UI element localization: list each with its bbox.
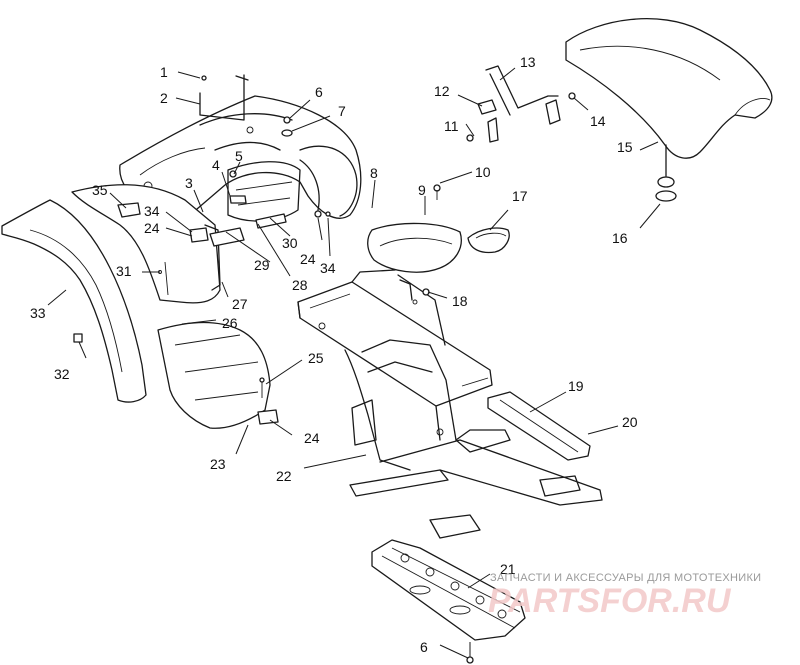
callout-13: 13 — [520, 54, 536, 70]
skid-plate-bolt — [466, 642, 474, 664]
callout-24-mid: 24 — [300, 251, 316, 267]
fender-trim-strip — [1, 199, 147, 403]
callout-22: 22 — [276, 468, 292, 484]
callout-24-bottom: 24 — [304, 430, 320, 446]
callout-24-left: 24 — [144, 220, 160, 236]
callout-numbers: 1 2 3 4 5 6 7 8 9 10 11 12 13 14 15 16 1… — [30, 54, 638, 655]
callout-26: 26 — [222, 315, 238, 331]
callout-17: 17 — [512, 188, 528, 204]
callout-35: 35 — [92, 182, 108, 198]
callout-16: 16 — [612, 230, 628, 246]
lower-mud-flap — [157, 321, 271, 429]
callout-29: 29 — [254, 257, 270, 273]
callout-33: 33 — [30, 305, 46, 321]
rear-bumper-bar — [487, 391, 591, 461]
callout-19: 19 — [568, 378, 584, 394]
watermark: ЗАПЧАСТИ И АКСЕССУАРЫ ДЛЯ МОТОТЕХНИКИ PA… — [488, 572, 761, 620]
callout-20: 20 — [622, 414, 638, 430]
callout-12: 12 — [434, 83, 450, 99]
callout-7: 7 — [338, 103, 346, 119]
callout-2: 2 — [160, 90, 168, 106]
callout-27: 27 — [232, 296, 248, 312]
seat-latch-rod — [466, 65, 576, 143]
callout-11: 11 — [444, 118, 459, 134]
callout-23: 23 — [210, 456, 226, 472]
callout-6-bottom: 6 — [420, 639, 428, 655]
watermark-tagline: ЗАПЧАСТИ И АКСЕССУАРЫ ДЛЯ МОТОТЕХНИКИ — [490, 572, 761, 584]
callout-31: 31 — [116, 263, 132, 279]
watermark-logo: PARTSFOR.RU — [488, 582, 732, 620]
main-frame — [297, 269, 603, 539]
small-hardware — [73, 74, 331, 425]
callout-34-left: 34 — [144, 203, 160, 219]
callout-28: 28 — [292, 277, 308, 293]
callout-10: 10 — [475, 164, 491, 180]
callout-3: 3 — [185, 175, 193, 191]
callout-6-top: 6 — [315, 84, 323, 100]
callout-1: 1 — [160, 64, 168, 80]
callout-14: 14 — [590, 113, 606, 129]
left-side-panel — [71, 183, 221, 304]
callout-5: 5 — [235, 148, 243, 164]
callout-30: 30 — [282, 235, 298, 251]
callout-34-mid: 34 — [320, 260, 336, 276]
seat — [565, 18, 773, 202]
callout-9: 9 — [418, 182, 426, 198]
taillight — [367, 184, 510, 296]
leader-lines — [47, 67, 661, 659]
callout-21: 21 — [500, 561, 516, 577]
callout-15: 15 — [617, 139, 633, 155]
callout-25: 25 — [308, 350, 324, 366]
callout-18: 18 — [452, 293, 468, 309]
callout-8: 8 — [370, 165, 378, 181]
skid-plate — [371, 539, 526, 641]
callout-32: 32 — [54, 366, 70, 382]
callout-4: 4 — [212, 157, 220, 173]
